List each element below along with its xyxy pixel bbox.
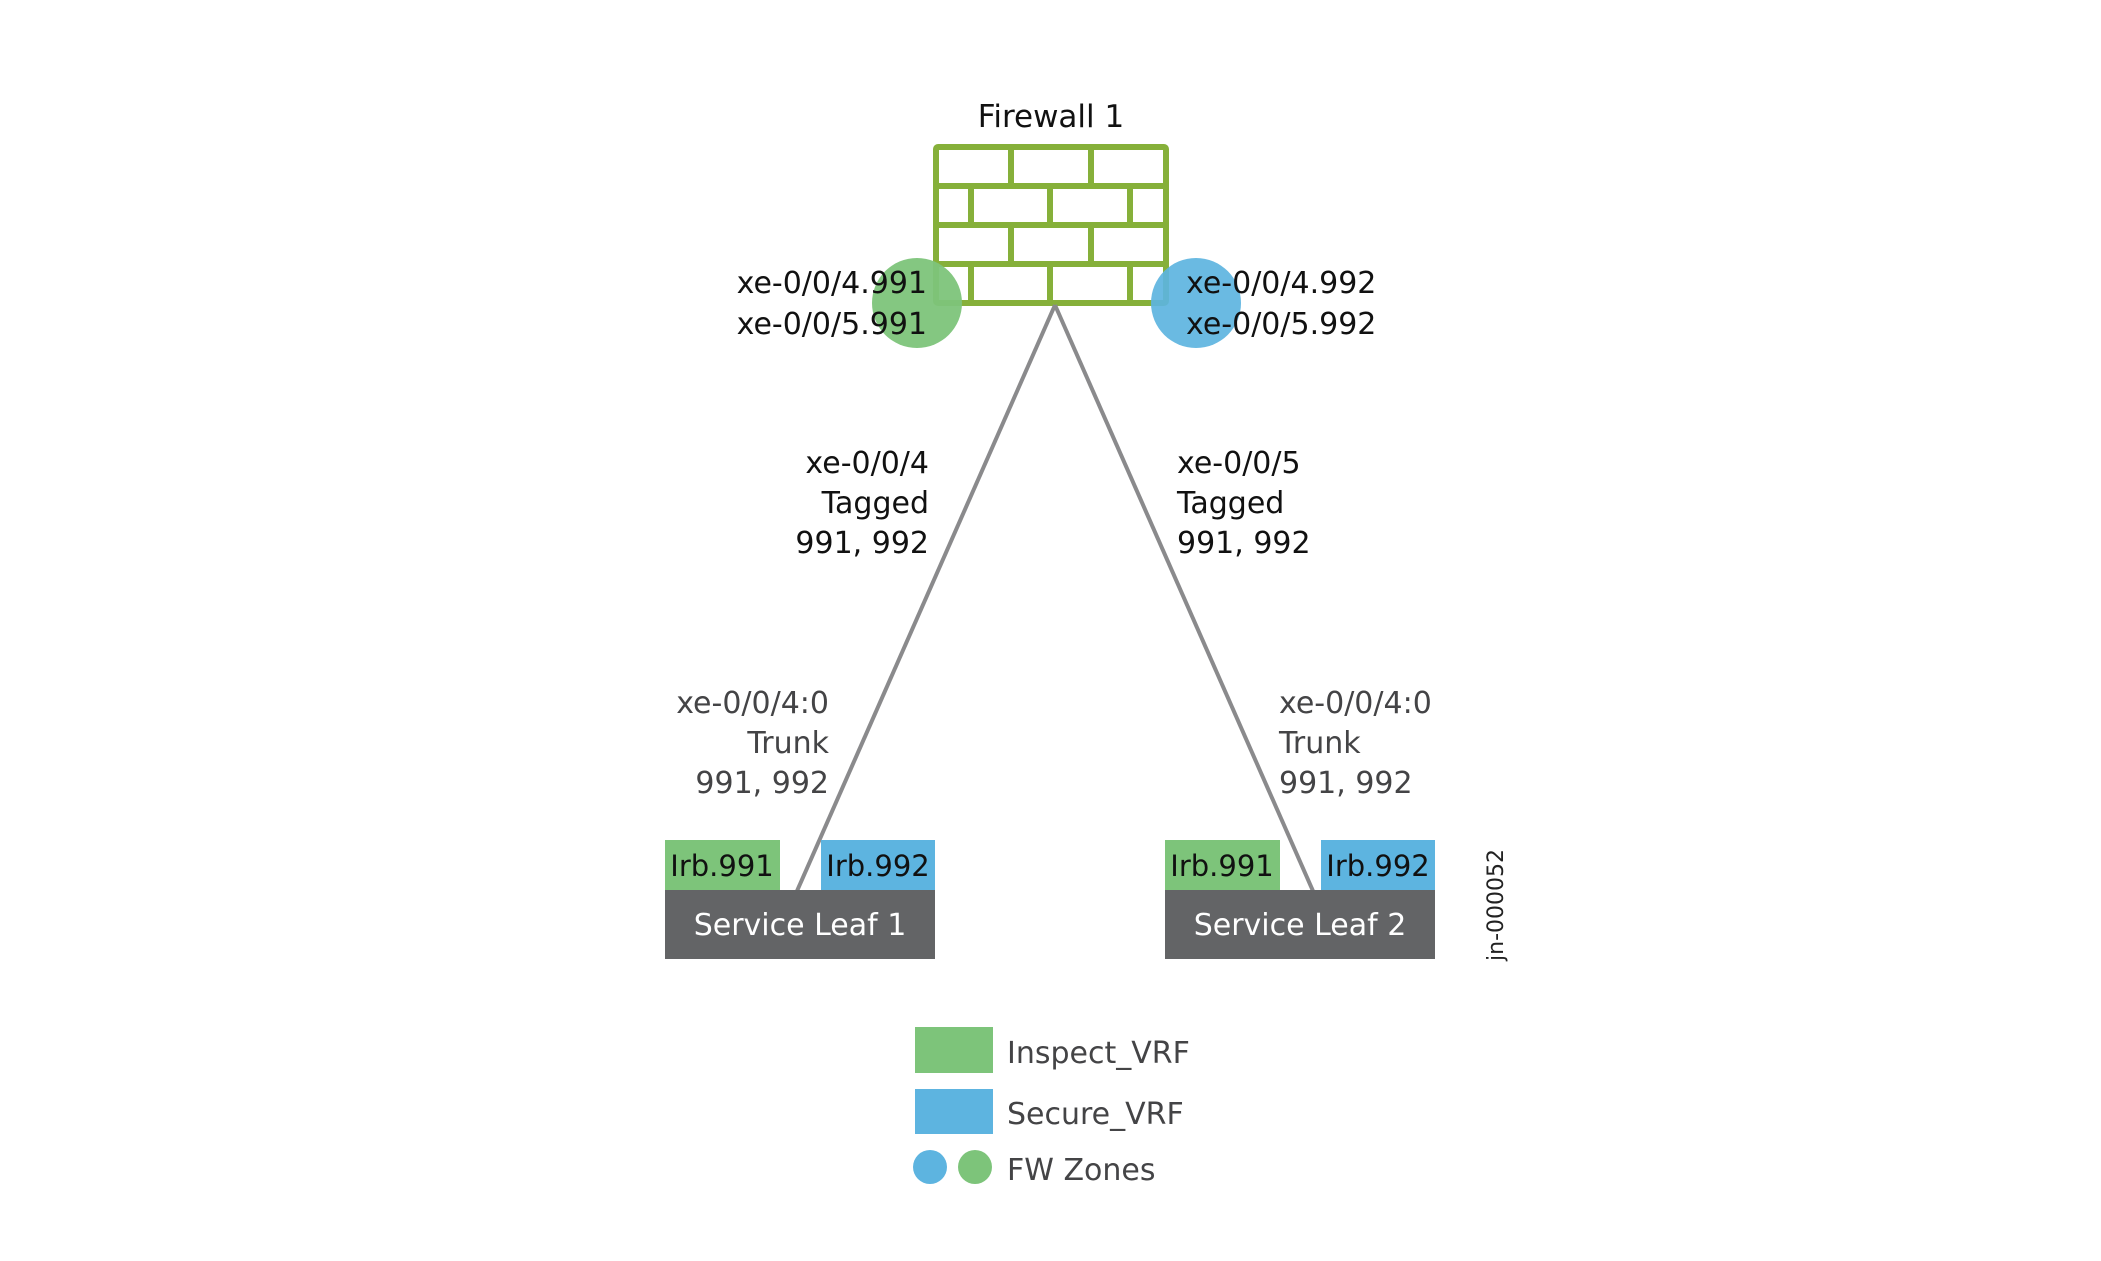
link-1-leaf-vlans: 991, 992 (695, 766, 829, 801)
zone-inspect-interface-1: xe-0/0/4.991 (737, 266, 927, 301)
legend-green-zone-circle (958, 1150, 992, 1184)
zone-inspect-interface-2: xe-0/0/5.991 (737, 307, 927, 342)
figure-id: jn-000052 (1484, 849, 1509, 962)
link-2-leaf-mode: Trunk (1278, 726, 1361, 761)
legend-inspect-label: Inspect_VRF (1007, 1036, 1190, 1071)
link-firewall-to-leaf-1 (795, 304, 1057, 892)
irb-991-label: Irb.991 (670, 849, 773, 883)
irb-991-box (1165, 840, 1280, 890)
legend-secure-label: Secure_VRF (1007, 1097, 1184, 1132)
leaf-name: Service Leaf 2 (1194, 908, 1407, 943)
service-leaf-1: Irb.991 Irb.992 Service Leaf 1 (665, 840, 935, 959)
service-leaf-2: Irb.991 Irb.992 Service Leaf 2 (1165, 840, 1435, 959)
leaf-box (1165, 890, 1435, 959)
firewall-brick-wall-icon (933, 144, 1169, 306)
link-1-leaf-mode: Trunk (746, 726, 829, 761)
irb-991-box (665, 840, 780, 890)
link-2-fw-mode: Tagged (1176, 486, 1284, 521)
legend: Inspect_VRF Secure_VRF FW Zones (913, 1027, 1190, 1188)
link-1-leaf-interface: xe-0/0/4:0 (676, 686, 829, 721)
irb-992-box (821, 840, 935, 890)
zone-secure-interface-1: xe-0/0/4.992 (1186, 266, 1376, 301)
irb-992-box (1321, 840, 1435, 890)
link-1-fw-mode: Tagged (821, 486, 929, 521)
link-2-leaf-vlans: 991, 992 (1279, 766, 1413, 801)
fw-zone-secure-circle (1151, 258, 1241, 348)
irb-992-label: Irb.992 (1326, 849, 1429, 883)
link-2-leaf-interface: xe-0/0/4:0 (1279, 686, 1432, 721)
leaf-name: Service Leaf 1 (694, 908, 907, 943)
legend-fw-zones-label: FW Zones (1007, 1153, 1155, 1188)
link-2-fw-interface: xe-0/0/5 (1177, 446, 1301, 481)
legend-blue-zone-circle (913, 1150, 947, 1184)
link-1-fw-vlans: 991, 992 (795, 526, 929, 561)
legend-inspect-swatch (915, 1027, 993, 1073)
irb-991-label: Irb.991 (1170, 849, 1273, 883)
leaf-box (665, 890, 935, 959)
link-firewall-to-leaf-2 (1053, 304, 1315, 892)
fw-zone-inspect-circle (872, 258, 962, 348)
irb-992-label: Irb.992 (826, 849, 929, 883)
zone-secure-interface-2: xe-0/0/5.992 (1186, 307, 1376, 342)
firewall-title: Firewall 1 (978, 99, 1124, 135)
legend-secure-swatch (915, 1089, 993, 1134)
link-2-fw-vlans: 991, 992 (1177, 526, 1311, 561)
link-1-fw-interface: xe-0/0/4 (805, 446, 929, 481)
